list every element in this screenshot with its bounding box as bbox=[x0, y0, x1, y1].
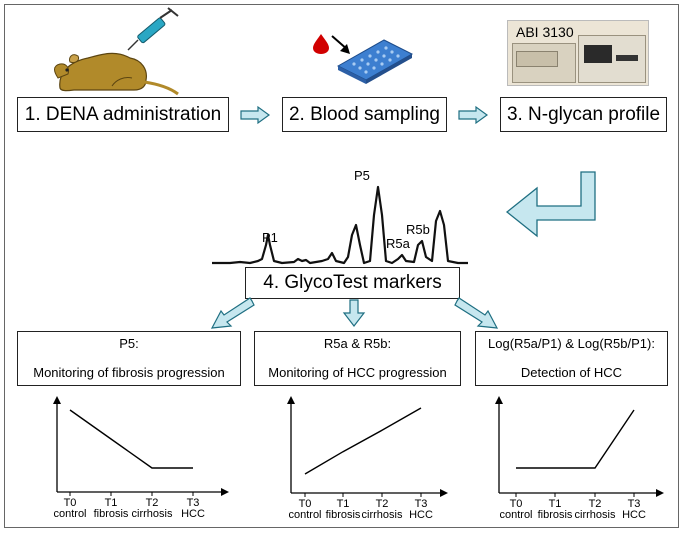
stage-name: HCC bbox=[622, 509, 646, 521]
peak-label-p1: P1 bbox=[262, 230, 278, 245]
stage-name: HCC bbox=[409, 509, 433, 521]
instrument-label: ABI 3130 bbox=[516, 24, 574, 40]
syringe-icon bbox=[127, 7, 179, 51]
marker-box-log: Log(R5a/P1) & Log(R5b/P1): Detection of … bbox=[475, 331, 668, 386]
trend-line bbox=[304, 407, 422, 475]
marker-title: R5a & R5b: bbox=[323, 336, 392, 351]
y-axis-arrowhead bbox=[53, 396, 61, 404]
stage-code: T1 bbox=[104, 497, 118, 509]
blood-drop-icon bbox=[313, 34, 329, 54]
stage-code: T3 bbox=[627, 498, 641, 510]
stage-name: control bbox=[288, 509, 322, 521]
stage-code: T2 bbox=[145, 497, 159, 509]
stage-name: cirrhosis bbox=[361, 509, 403, 521]
stage-name: fibrosis bbox=[537, 509, 573, 521]
stage-name: fibrosis bbox=[93, 508, 129, 520]
arrow-right-icon bbox=[240, 105, 271, 125]
stage-name: cirrhosis bbox=[131, 508, 173, 520]
step-box-dena: 1. DENA administration bbox=[17, 97, 229, 132]
step-box-glycotest: 4. GlycoTest markers bbox=[245, 267, 460, 299]
step-label: 4. GlycoTest markers bbox=[263, 272, 442, 293]
y-axis-arrowhead bbox=[287, 396, 295, 404]
stage-name: fibrosis bbox=[325, 509, 361, 521]
marker-box-r5: R5a & R5b: Monitoring of HCC progression bbox=[254, 331, 461, 386]
step-box-nglycan: 3. N-glycan profile bbox=[500, 97, 667, 132]
arrow-to-plate-icon bbox=[331, 35, 350, 54]
stage-name: HCC bbox=[181, 508, 205, 520]
sequencer-panel bbox=[516, 51, 558, 67]
stage-code: T2 bbox=[588, 498, 602, 510]
marker-desc: Detection of HCC bbox=[520, 365, 623, 380]
stage-code: T2 bbox=[375, 498, 389, 510]
stage-code: T0 bbox=[63, 497, 77, 509]
mouse-icon bbox=[54, 52, 179, 96]
peak-label-p5: P5 bbox=[354, 168, 370, 183]
stage-code: T3 bbox=[186, 497, 200, 509]
arrow-down-icon bbox=[342, 299, 366, 327]
x-axis-arrowhead bbox=[656, 489, 664, 497]
sequencer-window bbox=[584, 45, 612, 63]
elbow-arrow-icon bbox=[505, 171, 596, 238]
stage-name: control bbox=[499, 509, 533, 521]
arrow-right-icon bbox=[458, 105, 489, 125]
stage-code: T0 bbox=[509, 498, 523, 510]
stage-code: T1 bbox=[336, 498, 350, 510]
sequencer-slot bbox=[616, 55, 638, 61]
stage-name: control bbox=[53, 508, 87, 520]
arrow-down-right-icon bbox=[454, 297, 499, 329]
stage-code: T3 bbox=[414, 498, 428, 510]
y-axis-arrowhead bbox=[495, 396, 503, 404]
step-label: 2. Blood sampling bbox=[288, 103, 441, 125]
stage-name: cirrhosis bbox=[574, 509, 616, 521]
step-label: 1. DENA administration bbox=[24, 103, 222, 125]
marker-desc: Monitoring of HCC progression bbox=[268, 365, 447, 380]
x-axis-arrowhead bbox=[440, 489, 448, 497]
stage-code: T0 bbox=[298, 498, 312, 510]
chromatogram bbox=[212, 185, 468, 265]
sequencer-photo bbox=[507, 20, 649, 86]
marker-box-p5: P5: Monitoring of fibrosis progression bbox=[17, 331, 241, 386]
marker-title: Log(R5a/P1) & Log(R5b/P1): bbox=[488, 336, 655, 351]
figure-frame bbox=[4, 4, 679, 528]
stage-code: T1 bbox=[548, 498, 562, 510]
x-axis-arrowhead bbox=[221, 488, 229, 496]
step-box-blood: 2. Blood sampling bbox=[282, 97, 447, 132]
well-plate-icon bbox=[336, 39, 414, 84]
peak-label-r5a: R5a bbox=[386, 236, 410, 251]
peak-label-r5b: R5b bbox=[406, 222, 430, 237]
marker-desc: Monitoring of fibrosis progression bbox=[33, 365, 225, 380]
step-label: 3. N-glycan profile bbox=[506, 103, 661, 125]
arrow-down-left-icon bbox=[210, 297, 255, 329]
trend-line bbox=[516, 409, 635, 469]
trend-line bbox=[69, 409, 193, 469]
marker-title: P5: bbox=[119, 336, 139, 351]
